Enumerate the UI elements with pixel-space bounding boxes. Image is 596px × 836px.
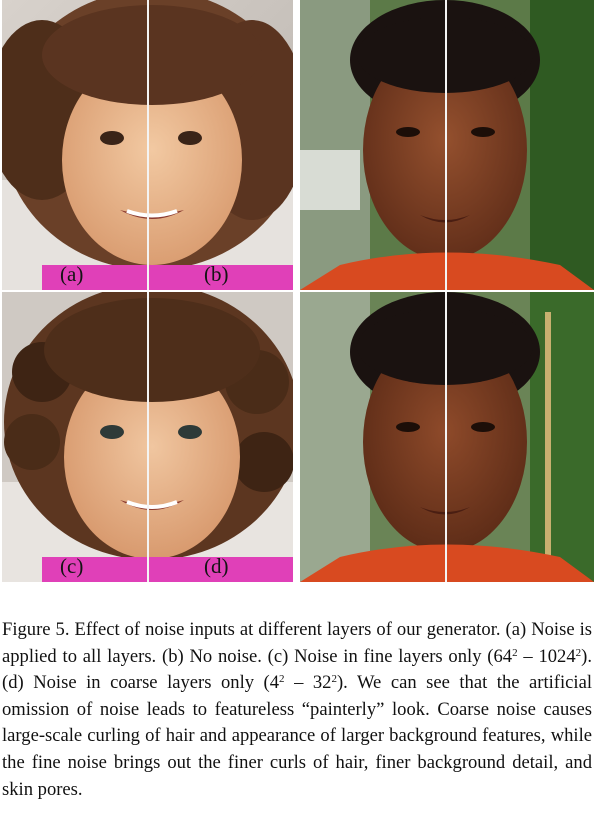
image-child-a-b: (a) (b): [2, 0, 293, 290]
caption-text: – 32: [284, 672, 332, 694]
split-divider: [445, 0, 447, 290]
figure-caption: Figure 5. Effect of noise inputs at diff…: [2, 617, 592, 803]
superscript: 2: [331, 673, 337, 686]
image-man-bottom: [300, 292, 594, 582]
caption-text: ). (d) Noise in coarse layers only (4: [2, 645, 592, 694]
split-divider: [445, 292, 447, 582]
panel-label-c: (c): [60, 554, 84, 578]
superscript: 2: [512, 646, 518, 659]
image-child-c-d: (c) (d): [2, 292, 293, 582]
image-man-top: [300, 0, 594, 290]
split-divider: [147, 292, 149, 582]
caption-text: ). We can see that the artificial omissi…: [2, 672, 592, 800]
figure-label: Figure 5.: [2, 619, 70, 640]
caption-text: – 1024: [517, 645, 576, 667]
panel-label-b: (b): [204, 262, 229, 286]
superscript: 2: [575, 646, 582, 659]
superscript: 2: [279, 673, 285, 686]
man-photo-illustration: [300, 292, 594, 582]
split-divider: [147, 0, 149, 290]
panel-label-a: (a): [60, 262, 84, 286]
caption-text: Effect of noise inputs at different laye…: [2, 619, 593, 667]
man-photo-illustration: [300, 0, 594, 290]
panel-label-d: (d): [204, 554, 229, 578]
